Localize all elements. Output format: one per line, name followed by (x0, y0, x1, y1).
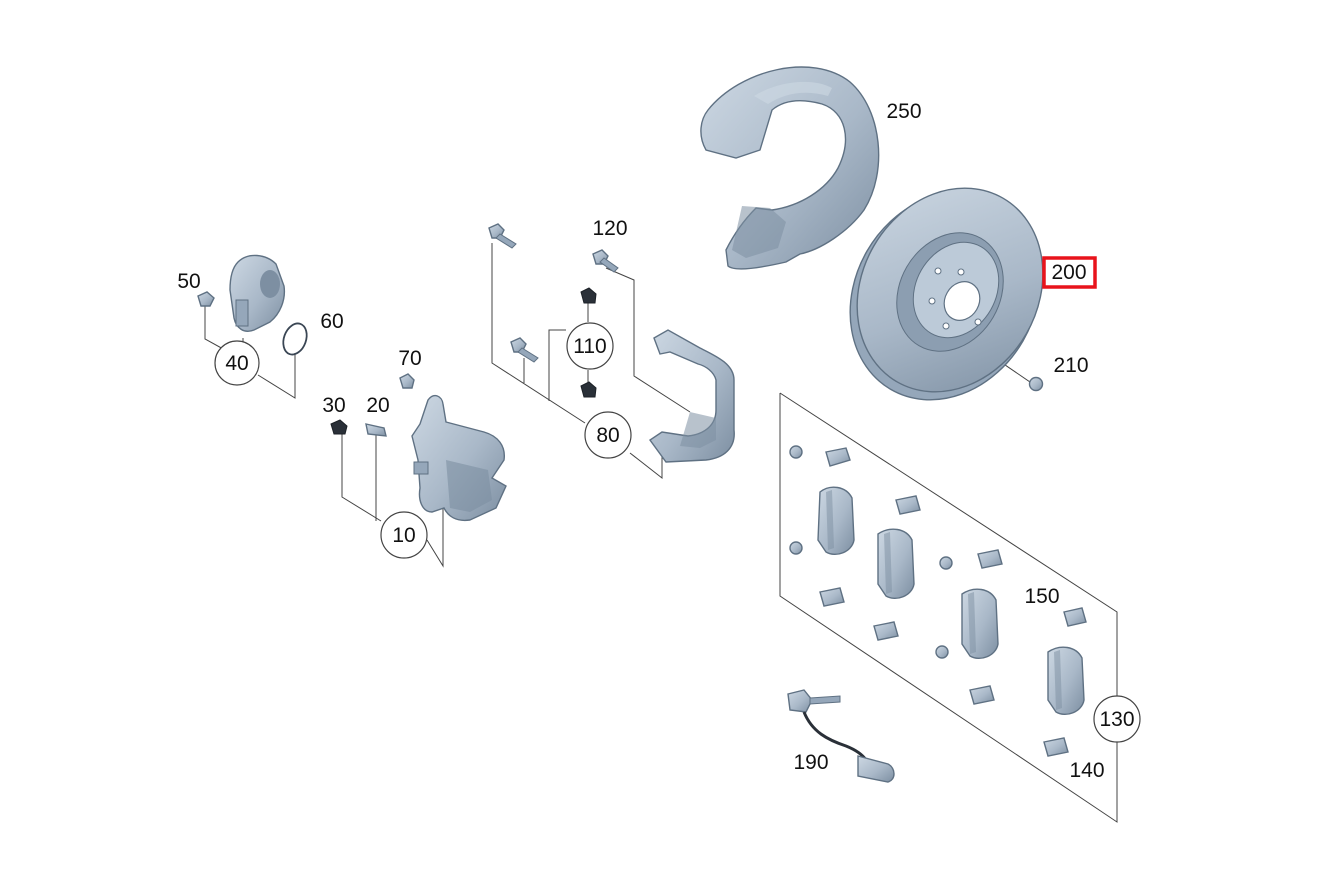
callout-50[interactable]: 50 (177, 270, 200, 293)
callout-210[interactable]: 210 (1053, 354, 1088, 377)
callout-200[interactable]: 200 (1051, 261, 1086, 284)
callout-140[interactable]: 140 (1069, 759, 1104, 782)
caliper-part (411, 394, 507, 522)
highlight-box-200 (1042, 256, 1097, 289)
callout-30[interactable]: 30 (322, 394, 345, 417)
callout-150[interactable]: 150 (1024, 585, 1059, 608)
guide-nut-top-part (580, 287, 597, 304)
callout-40[interactable]: 40 (225, 352, 248, 375)
bleed-valve-part (365, 423, 387, 437)
callout-70[interactable]: 70 (398, 347, 421, 370)
brake-disc-part (849, 187, 1044, 401)
callout-250[interactable]: 250 (886, 100, 921, 123)
guide-nut-bottom-part (580, 381, 597, 398)
dust-shield-part (700, 66, 880, 270)
disc-screw-part (1028, 376, 1044, 392)
callout-80[interactable]: 80 (596, 424, 619, 447)
motor-screw-part (197, 291, 215, 307)
callout-110[interactable]: 110 (573, 335, 606, 358)
callout-circle-80 (584, 411, 632, 459)
callout-120[interactable]: 120 (592, 217, 627, 240)
pad-kit-small-parts (789, 445, 1087, 757)
callout-circle-130 (1093, 695, 1141, 743)
callout-190[interactable]: 190 (793, 751, 828, 774)
callout-circle-10 (380, 511, 428, 559)
parking-brake-motor-part (229, 254, 286, 332)
carrier-bolt-part (592, 249, 619, 273)
bleed-screw-part (399, 373, 415, 389)
callout-10[interactable]: 10 (392, 524, 415, 547)
dust-cap-part (330, 419, 348, 435)
callout-labels: 40 50 60 70 30 20 10 120 110 80 250 200 … (177, 100, 1134, 782)
callout-60[interactable]: 60 (320, 310, 343, 333)
callout-20[interactable]: 20 (366, 394, 389, 417)
callout-130[interactable]: 130 (1099, 708, 1134, 731)
carrier-bolt-upper-part (488, 223, 517, 249)
wear-sensor-part (787, 689, 895, 783)
caliper-carrier-part (649, 329, 735, 463)
o-ring-part (282, 322, 308, 356)
brake-pad-set-part (817, 486, 1085, 716)
carrier-bolt-lower-part (510, 337, 539, 363)
callout-circle-110 (566, 322, 614, 370)
callout-circle-40 (214, 340, 260, 386)
